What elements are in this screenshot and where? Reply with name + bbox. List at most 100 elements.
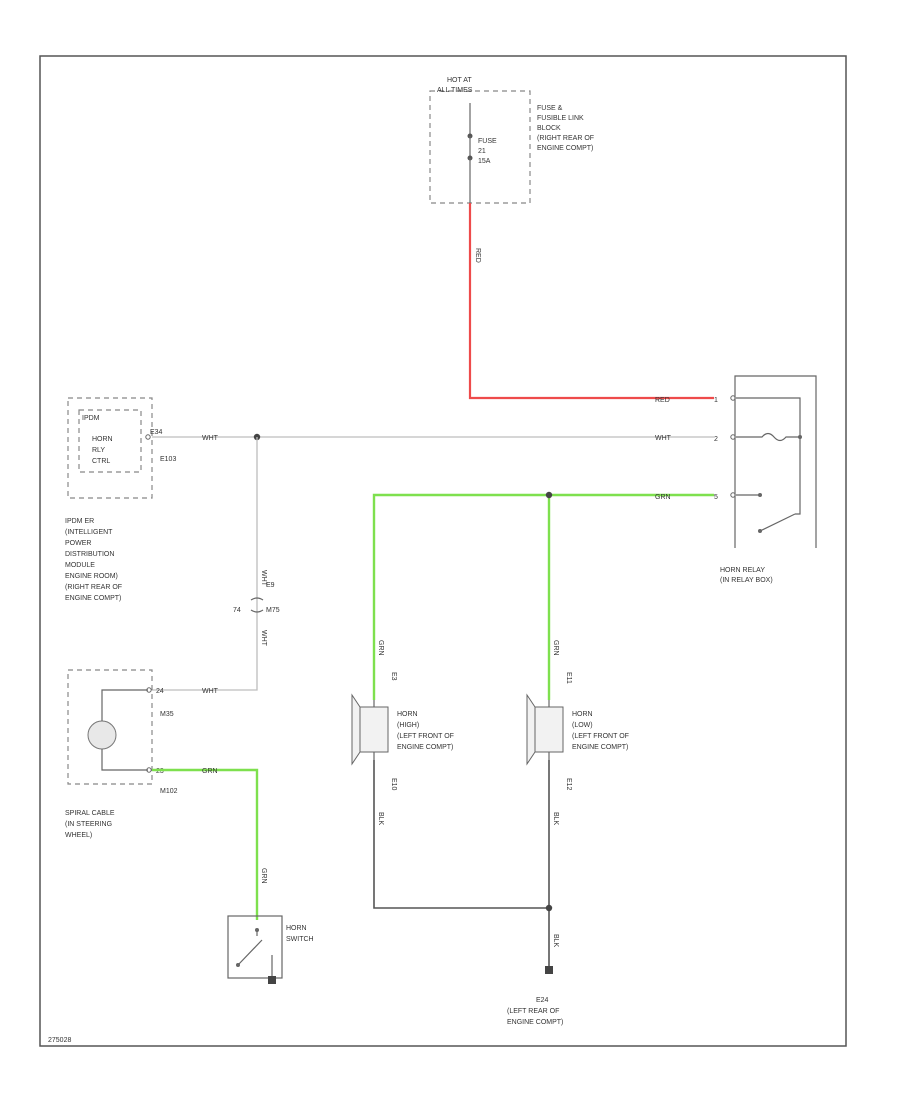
fuse-block-label-1: FUSIBLE LINK [537,115,584,122]
red-wire [468,203,714,400]
fuse-all-times: ALL TIMES [437,87,473,94]
ipdm-label-5: ENGINE ROOM) [65,573,118,580]
ipdm-label-7: ENGINE COMPT) [65,595,121,602]
spiral-cable-terminal-top [146,687,152,693]
green-wire-label-relay: GRN [655,494,671,501]
horn-switch-arm [237,939,263,966]
horn-high-conn-top: E3 [390,672,397,681]
ipdm-inner-outline [78,409,142,473]
horn-switch-ground [268,976,276,984]
horn-high-bell [351,693,361,766]
ipdm-pin: E34 [150,429,163,436]
horn-relay-supply-path [736,397,801,437]
junction-conn2: M75 [266,607,280,614]
fuse-block-outline [429,90,531,204]
spiral-cable-lead-top [101,689,148,721]
footer-code: 275028 [48,1037,71,1044]
horn-relay-contact-fixed [758,493,762,497]
horn-low-label-1: (LOW) [572,722,593,729]
green-wire-label-high: GRN [377,640,384,656]
horn-relay-terminal-1 [730,395,736,401]
horn-relay-coil [736,432,800,442]
junction-connector: E9 74 M75 [233,582,280,614]
ground-label-1: (LEFT REAR OF [507,1008,559,1015]
ipdm-label-6: (RIGHT REAR OF [65,584,122,591]
ipdm-box-title: IPDM [82,415,100,422]
horn-low-label-0: HORN [572,711,593,718]
spiral-cable-lead-bottom [101,749,148,771]
horn-relay: 1 2 5 HORN RELAY (IN RELAY BOX) [714,375,817,584]
horn-relay-outline [734,375,817,548]
ipdm-label-0: IPDM ER [65,518,94,525]
horn-high-label-1: (HIGH) [397,722,419,729]
ipdm-label-2: POWER [65,540,91,547]
ground-point: E24 (LEFT REAR OF ENGINE COMPT) [507,966,563,1026]
spiral-cable-label-0: SPIRAL CABLE [65,810,115,817]
horn-switch: HORN SWITCH [227,915,314,984]
white-wire-spiral [152,437,258,691]
ipdm-sub-0: HORN [92,436,113,443]
ground-label-2: ENGINE COMPT) [507,1019,563,1026]
horn-relay-pin-2: 2 [714,436,718,443]
horn-relay-contact-pivot [758,529,762,533]
green-wire-splice [545,491,553,499]
green-wire-label-spiral: GRN [202,768,218,775]
horn-switch-label-0: HORN [286,925,307,932]
ipdm-module: IPDM HORN RLY CTRL E34 E103 IPDM ER (INT… [65,397,176,602]
horn-low-conn-bottom: E12 [565,778,572,791]
horn-relay-contact-return [795,437,801,515]
spiral-cable-label-2: WHEEL) [65,832,92,839]
fuse-block-label-0: FUSE & [537,105,563,112]
horn-switch-outline [227,915,283,979]
red-wire-label-horizontal: RED [655,397,670,404]
white-wire-label-upper: WHT [260,570,267,587]
fuse-number: 21 [478,148,486,155]
white-wire-label-spiral: WHT [202,688,219,695]
black-wire-splice [545,904,553,912]
spiral-cable: 24 M35 23 M102 SPIRAL CABLE (IN STEERING… [65,669,178,839]
fuse-block: HOT AT ALL TIMES FUSE 21 15A FUSE & FUSI… [429,77,594,204]
horn-low-label-3: ENGINE COMPT) [572,744,628,751]
ipdm-connector: E103 [160,456,176,463]
white-wire-label-relay: WHT [655,435,672,442]
junction-num: 74 [233,607,241,614]
fuse-block-label-3: (RIGHT REAR OF [537,135,594,142]
horn-low-body [534,706,564,753]
horn-relay-terminal-2 [730,434,736,440]
spiral-cable-pin-bottom: 23 [156,768,164,775]
black-wire-label-ground: BLK [552,934,559,948]
fuse-name: FUSE [478,138,497,145]
ipdm-terminal [145,434,151,440]
ground-icon [545,966,553,974]
horn-high: E3 E10 HORN (HIGH) (LEFT FRONT OF ENGINE… [351,672,454,791]
diagram-frame [39,55,847,1047]
horn-relay-terminal-5 [730,492,736,498]
green-wire-label-low: GRN [552,640,559,656]
spiral-cable-conn-top: M35 [160,711,174,718]
horn-relay-contact-arm [759,513,796,532]
fuse-block-label-2: BLOCK [537,125,561,132]
horn-relay-pin-5: 5 [714,494,718,501]
ipdm-sub-1: RLY [92,447,105,454]
horn-low-conn-top: E11 [565,672,572,684]
ipdm-label-1: (INTELLIGENT [65,529,113,536]
fuse-hot-at: HOT AT [447,77,472,84]
horn-high-conn-bottom: E10 [390,778,397,791]
junction-conn1: E9 [266,582,275,589]
spiral-cable-terminal-bottom [146,767,152,773]
green-wire-label-switch: GRN [260,868,267,884]
spiral-cable-coil [87,720,117,750]
ipdm-label-4: MODULE [65,562,95,569]
ipdm-outline [67,397,153,499]
horn-low-label-2: (LEFT FRONT OF [572,733,629,740]
ground-label-0: E24 [536,997,549,1004]
horn-low-bell [526,693,536,766]
horn-high-label-3: ENGINE COMPT) [397,744,453,751]
red-wire-label-vertical: RED [474,248,481,263]
horn-high-label-0: HORN [397,711,418,718]
horn-low: E11 E12 HORN (LOW) (LEFT FRONT OF ENGINE… [526,672,629,791]
horn-high-body [359,706,389,753]
horn-switch-label-1: SWITCH [286,936,314,943]
spiral-cable-label-1: (IN STEERING [65,821,112,828]
